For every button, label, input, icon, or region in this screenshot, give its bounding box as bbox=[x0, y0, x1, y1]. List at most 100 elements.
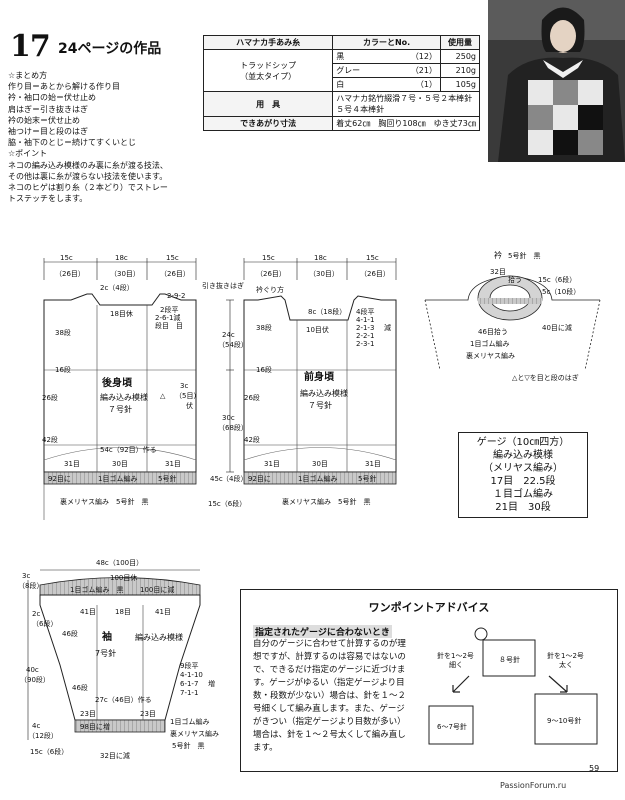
instruction-line: ☆ポイント bbox=[8, 149, 48, 159]
advice-line: で、できるだけ指定のゲージに近づけま bbox=[253, 665, 406, 675]
back-hem-label: 92目に bbox=[48, 475, 71, 483]
advice-left-note: 針を1～2号 bbox=[437, 651, 474, 660]
advice-line: 場合は、針を１～２号太くして編み直し bbox=[253, 730, 406, 740]
back-side-rows: 26段 bbox=[42, 393, 58, 402]
collar-note: 5号針 黒 bbox=[508, 251, 540, 260]
gauge-title: ゲージ（10㎝四方） bbox=[476, 437, 570, 448]
collar-top-count2: 拾う bbox=[508, 275, 522, 284]
sleeve-rib-label: 1目ゴム編み bbox=[170, 717, 209, 726]
front-w-left-rows: （26目） bbox=[256, 270, 286, 278]
back-w-left: 15c bbox=[60, 254, 73, 262]
sleeve-w-mid: 18目 bbox=[115, 608, 131, 616]
sleeve-w-23: 23目 bbox=[140, 710, 156, 718]
collar-right: 5c（10段） bbox=[542, 287, 580, 296]
front-w-right-rows: （26目） bbox=[360, 270, 390, 278]
back-neck-bind: 18目休 bbox=[110, 309, 133, 318]
front-w-mid: 18c bbox=[314, 254, 327, 262]
back-neck-dec: 段目 目 bbox=[155, 321, 183, 330]
back-w-right-rows: （26目） bbox=[160, 270, 190, 278]
front-w-mid-rows: （30目） bbox=[309, 270, 339, 278]
front-side-rows: 26段 bbox=[244, 393, 260, 402]
sleeve-side-6: （6段） bbox=[32, 619, 57, 628]
sleeve-needle: 7号針 bbox=[95, 648, 116, 658]
gauge-rib: １目ゴム編み bbox=[493, 489, 553, 500]
front-neck-dec-label: 減 bbox=[384, 323, 391, 332]
advice-text: 自分のゲージに合わせて計算するのが理 想ですが、計算するのは容易ではないの で、… bbox=[253, 638, 469, 755]
front-w-left: 15c bbox=[262, 254, 275, 262]
back-w-right: 15c bbox=[166, 254, 179, 262]
arrow-down-left-icon bbox=[452, 675, 470, 693]
sleeve-top-rest: 100目休 bbox=[110, 573, 137, 582]
collar-right: 15c（6段） bbox=[538, 275, 576, 284]
instruction-line: トステッチをします。 bbox=[8, 194, 88, 204]
back-rib-label: 1目ゴム編み bbox=[98, 474, 137, 483]
front-hem-count: 30目 bbox=[312, 460, 328, 468]
size-value: 着丈62㎝ 胸回り108㎝ ゆき丈73㎝ bbox=[332, 116, 480, 131]
back-w-mid-rows: （30目） bbox=[110, 270, 140, 278]
front-rib-label: 1目ゴム編み bbox=[298, 474, 337, 483]
back-cast-width: 54c（92目）作る bbox=[100, 445, 157, 454]
sleeve-w-right: 41目 bbox=[155, 608, 171, 616]
front-rib-needle: 5号針 bbox=[358, 474, 376, 483]
sleeve-side-2c: 2c bbox=[32, 610, 40, 618]
advice-bottom-left-box: 6～7号針 bbox=[437, 722, 467, 731]
arrow-down-right-icon bbox=[548, 675, 568, 693]
advice-box: ワンポイントアドバイス 指定されたゲージに合わないとき 自分のゲージに合わせて計… bbox=[240, 589, 618, 772]
front-needle: ７号針 bbox=[308, 400, 332, 410]
advice-title: ワンポイントアドバイス bbox=[368, 601, 490, 614]
yarn-name: トラッドシップ bbox=[240, 60, 297, 70]
back-delta: △ bbox=[160, 392, 166, 400]
advice-left-note: 細く bbox=[449, 660, 463, 669]
instruction-line: 衿・袖口の始＝伏せ止め bbox=[8, 93, 96, 103]
sleeve-bottom-15: 15c（6段） bbox=[30, 747, 68, 756]
collar-bottom-count: 46目拾う bbox=[478, 327, 508, 336]
instruction-line: ネコの編み込み模様のみ裏に糸が渡る技法、 bbox=[8, 160, 168, 170]
front-bottom-label: 裏メリヤス編み 5号針 黒 bbox=[282, 497, 370, 506]
collar-back-stitch: 裏メリヤス編み bbox=[466, 351, 515, 360]
back-arm-cm: 3c bbox=[180, 382, 188, 390]
front-side-rows: 16段 bbox=[256, 365, 272, 374]
advice-line: 自分のゲージに合わせて計算するのが理 bbox=[253, 639, 406, 649]
sleeve-pattern: 編み込み模様 bbox=[135, 632, 183, 642]
front-body-diagram bbox=[243, 258, 397, 485]
advice-line: す。ゲージがゆるい（指定ゲージより目 bbox=[253, 678, 405, 688]
advice-bottom-right-box: 9～10号針 bbox=[547, 716, 581, 725]
height-30-rows: （68段） bbox=[218, 423, 248, 432]
pattern-number: 17 bbox=[10, 29, 51, 64]
advice-line: 号細くして編み直します。また、ゲージ bbox=[253, 704, 405, 714]
sleeve-cuff bbox=[74, 719, 166, 733]
advice-line: 想ですが、計算するのは容易ではないの bbox=[253, 652, 406, 662]
collar-top-count: 32目 bbox=[490, 268, 506, 276]
size-label: できあがり寸法 bbox=[202, 116, 334, 131]
advice-right-note: 針を1～2号 bbox=[547, 651, 584, 660]
sleeve-diagram bbox=[27, 569, 201, 740]
sleeve-side-46a: 46段 bbox=[62, 629, 78, 638]
sleeve-side-46b: 46段 bbox=[72, 683, 88, 692]
instruction-line: 衿の始末＝伏せ止め bbox=[8, 115, 80, 125]
front-w-right: 15c bbox=[366, 254, 379, 262]
sleeve-inc: 7-1-1 bbox=[180, 689, 198, 697]
collar-rib: 1目ゴム編み bbox=[470, 339, 509, 348]
instruction-line: 脇・袖下のとじ＝続けてすくいとじ bbox=[8, 138, 136, 148]
collar-diagram bbox=[424, 275, 601, 371]
pattern-title: 24ページの作品 bbox=[58, 41, 162, 57]
back-pattern: 編み込み模様 bbox=[100, 392, 148, 402]
gauge-box: ゲージ（10㎝四方） 編み込み模様 （メリヤス編み） 17目 22.5段 １目ゴ… bbox=[458, 432, 588, 518]
pullthrough-join: 引き抜きはぎ bbox=[202, 281, 244, 290]
back-side-rows: 16段 bbox=[55, 365, 71, 374]
gauge-line: 21目 30段 bbox=[495, 502, 551, 513]
advice-line: がきつい（指定ゲージより目数が多い） bbox=[253, 717, 406, 727]
height-24-rows: （54段） bbox=[218, 340, 248, 349]
advice-right-note: 太く bbox=[559, 660, 573, 669]
front-side-rows: 42段 bbox=[244, 435, 260, 444]
front-side-rows: 38段 bbox=[256, 323, 272, 332]
front-neck-bind: 10目伏 bbox=[306, 325, 329, 334]
sleeve-back-stitch: 裏メリヤス編み bbox=[170, 729, 219, 738]
back-neck-dec: 2段平 bbox=[160, 305, 178, 314]
front-hem-label: 92目に bbox=[248, 475, 271, 483]
back-w-mid: 18c bbox=[115, 254, 128, 262]
back-title: 後身頃 bbox=[102, 376, 133, 389]
sleeve-w-left: 41目 bbox=[80, 608, 96, 616]
front-collar-ref: 衿ぐり方 bbox=[256, 285, 284, 294]
